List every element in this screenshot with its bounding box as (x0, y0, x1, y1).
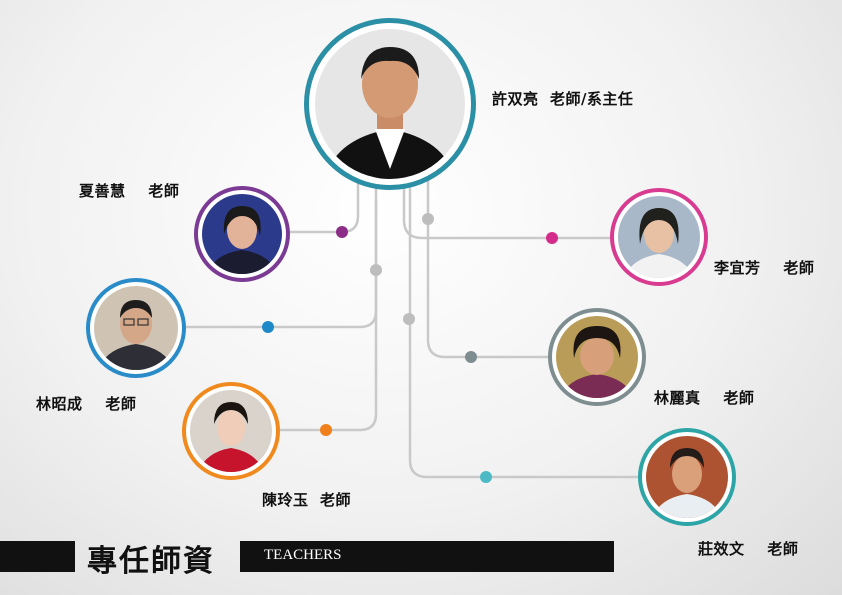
dot-junction-3 (403, 313, 415, 325)
photo-zhuang (646, 436, 728, 518)
teacher-name-zhuang: 莊效文 老師 (698, 540, 799, 558)
teacher-name-lin-lz: 林麗真 老師 (654, 389, 755, 407)
person-avatar-icon (198, 402, 264, 472)
connector-xia (290, 180, 360, 234)
photo-xu (315, 29, 465, 179)
dot-lin-zc (262, 321, 274, 333)
portrait-li (610, 188, 708, 286)
dot-junction-1 (370, 264, 382, 276)
title-bar-right (240, 541, 614, 572)
dot-zhuang (480, 471, 492, 483)
photo-lin-zc (94, 286, 178, 370)
dot-xia (336, 226, 348, 238)
person-avatar-icon (207, 206, 277, 274)
portrait-xia (194, 186, 290, 282)
portrait-chen (182, 382, 280, 480)
person-avatar-icon (325, 47, 455, 179)
portrait-zhuang (638, 428, 736, 526)
portrait-lin-zc (86, 278, 186, 378)
photo-li (618, 196, 700, 278)
connector-lin-lz (426, 180, 552, 359)
page-subtitle: TEACHERS (264, 547, 342, 563)
person-avatar-icon (652, 448, 722, 518)
photo-xia (202, 194, 282, 274)
dot-junction-2 (422, 213, 434, 225)
person-avatar-icon (624, 208, 694, 278)
portrait-xu (304, 18, 476, 190)
teacher-name-li: 李宜芳 老師 (714, 259, 815, 277)
dot-li (546, 232, 558, 244)
portrait-lin-lz (548, 308, 646, 406)
dot-lin-lz (465, 351, 477, 363)
photo-lin-lz (556, 316, 638, 398)
page-title: 專任師資 (87, 544, 215, 579)
teacher-name-xu: 許双亮 老師/系主任 (492, 90, 634, 108)
person-avatar-icon (560, 326, 634, 398)
dot-chen (320, 424, 332, 436)
connector-chen (280, 200, 378, 432)
teacher-name-chen: 陳玲玉 老師 (262, 491, 351, 509)
teacher-name-lin-zc: 林昭成 老師 (36, 395, 137, 413)
connector-zhuang (408, 180, 640, 479)
photo-chen (190, 390, 272, 472)
title-bar-left (0, 541, 75, 572)
teacher-name-xia: 夏善慧 老師 (79, 182, 180, 200)
connector-li (402, 180, 612, 240)
person-avatar-icon (98, 300, 174, 370)
